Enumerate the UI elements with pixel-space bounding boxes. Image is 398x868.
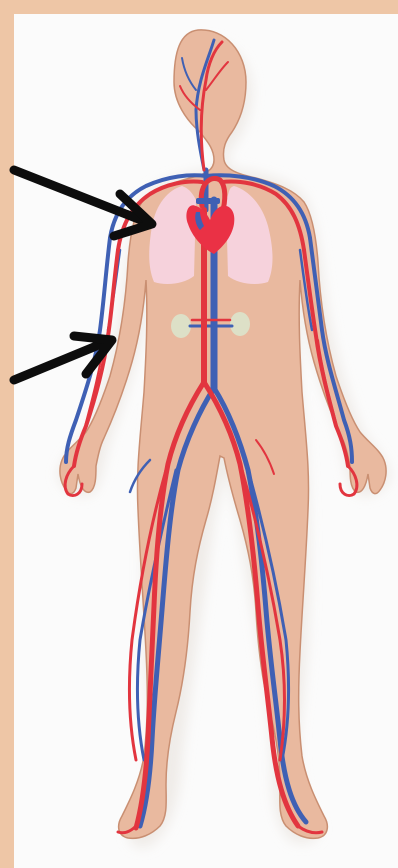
- left-kidney: [171, 314, 191, 338]
- right-kidney: [230, 312, 250, 336]
